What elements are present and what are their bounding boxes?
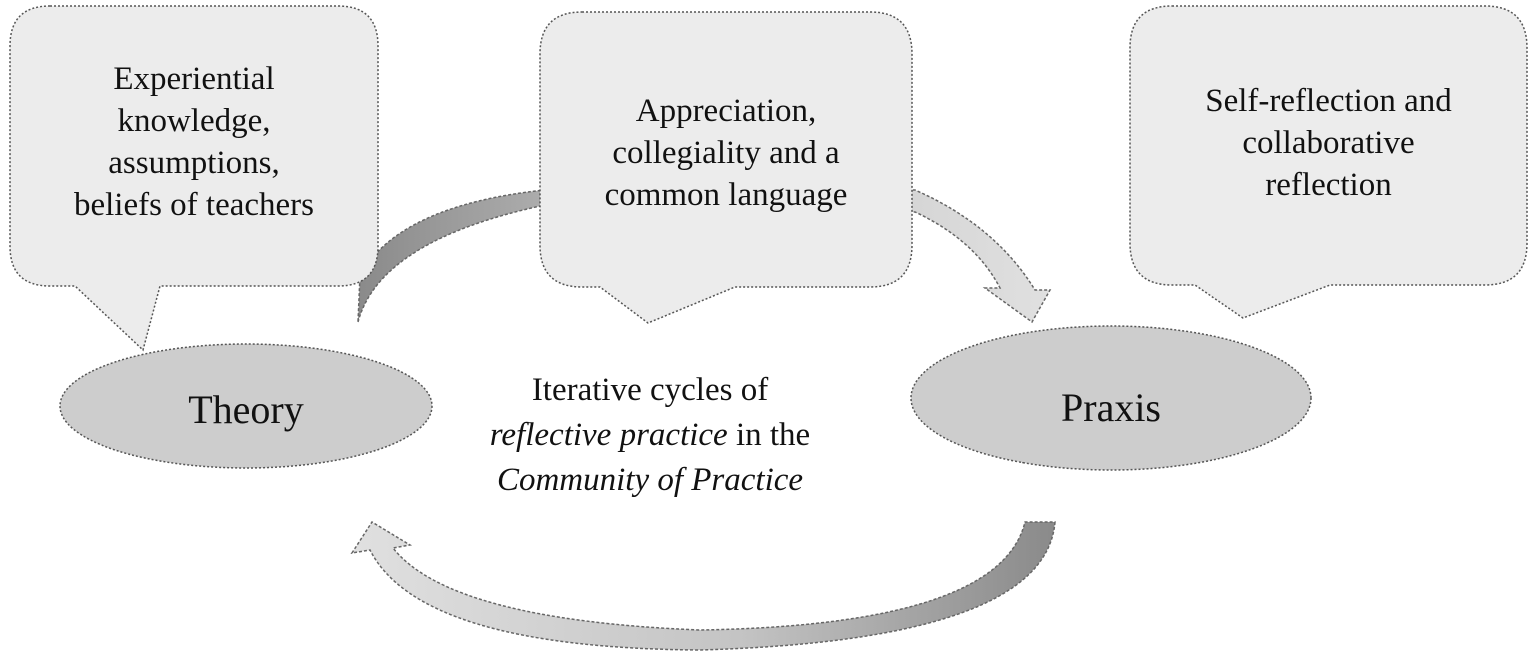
caption-line-1: Iterative cycles of [531,372,769,408]
left-bubble-text: Experiential knowledge, assumptions, bel… [20,58,368,226]
theory-label: Theory [188,387,304,432]
right-bubble-text: Self-reflection and collaborative reflec… [1135,80,1522,206]
left-bubble-line-1: Experiential [113,61,275,97]
center-bubble-line-3: common language [604,177,848,213]
caption-line-2: reflective practice in the [440,413,860,458]
center-bubble-text: Appreciation, collegiality and a common … [545,90,907,216]
right-bubble-line-1: Self-reflection and [1205,83,1452,119]
right-speech-bubble [1129,5,1528,319]
right-bubble-line-2: collaborative [1242,125,1415,161]
praxis-node [910,325,1312,471]
praxis-label: Praxis [1061,385,1161,430]
left-bubble-line-3: assumptions, [108,145,280,181]
center-speech-bubble [539,11,913,324]
caption-line-2-rest: in the [727,417,811,453]
left-speech-bubble [9,5,379,352]
theory-node [59,343,433,469]
caption-italic-reflective-practice: reflective practice [489,417,728,453]
center-bubble-line-2: collegiality and a [612,135,840,171]
right-bubble-line-3: reflection [1265,167,1392,203]
left-bubble-line-4: beliefs of teachers [73,187,315,223]
bottom-cycle-arrow [350,520,1056,651]
center-caption: Iterative cycles of reflective practice … [440,368,860,503]
top-cycle-arrow [357,189,1052,324]
caption-line-3: Community of Practice [440,458,860,503]
caption-italic-community-of-practice: Community of Practice [496,462,804,498]
center-bubble-line-1: Appreciation, [635,93,817,129]
left-bubble-line-2: knowledge, [117,103,271,139]
